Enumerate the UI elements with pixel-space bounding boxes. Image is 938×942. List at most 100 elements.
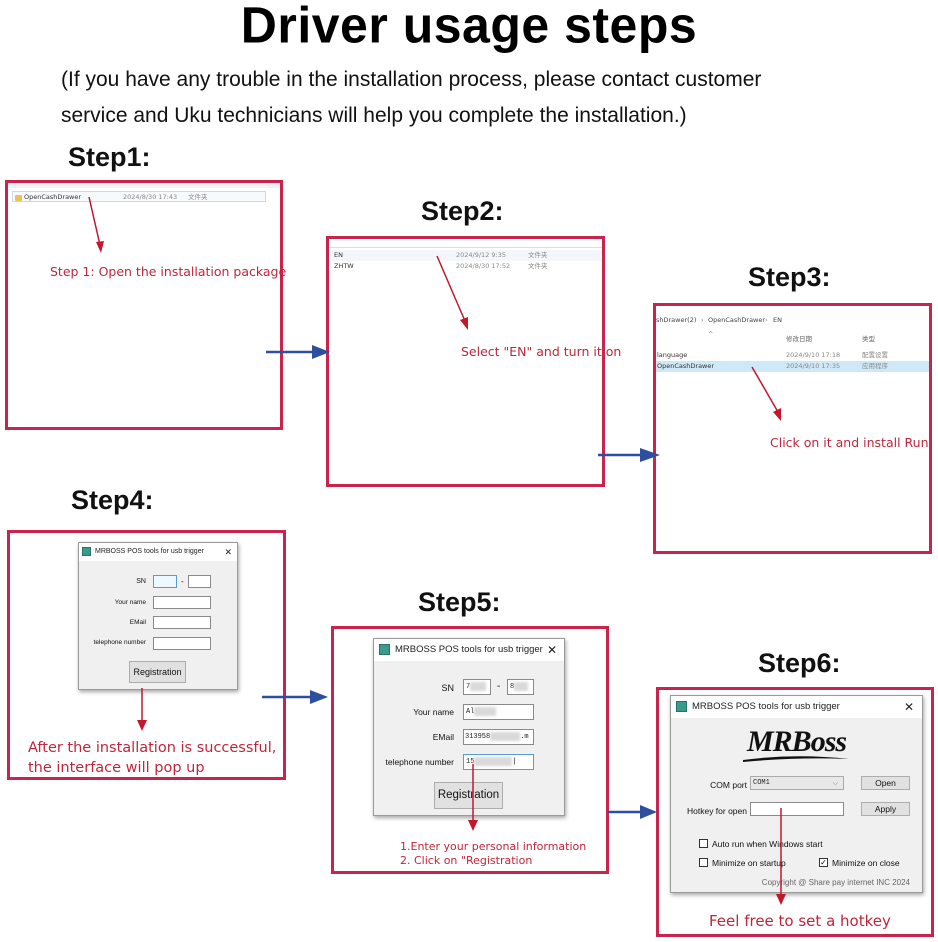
email-input[interactable]: 313958 .m (463, 729, 534, 745)
sn-input-2[interactable]: 8 (507, 679, 534, 695)
file-type: 配置设置 (862, 351, 888, 359)
minimize-startup-label: Minimize on startup (712, 858, 786, 868)
step4-label: Step4: (71, 485, 154, 515)
registration-button[interactable]: Registration (434, 782, 503, 809)
explorer-row-opencashdrawer[interactable]: OpenCashDrawer 2024/9/10 17:35 应用程序 (656, 361, 929, 372)
folder-icon (15, 195, 22, 201)
name-value: Al (466, 708, 475, 716)
apply-button[interactable]: Apply (861, 802, 910, 816)
sn-input-1[interactable] (153, 575, 177, 588)
sn-separator: - (497, 681, 501, 692)
file-type: 文件夹 (528, 251, 548, 259)
explorer-row-en[interactable]: EN 2024/9/12 9:35 文件夹 (332, 250, 602, 261)
logo-text: MRBoss (747, 725, 847, 758)
dialog-title: MRBOSS POS tools for usb trigger (95, 548, 204, 555)
step5-note-line-2: 2. Click on "Registration (400, 854, 533, 867)
step2-label: Step2: (421, 196, 504, 226)
sn-label: SN (136, 578, 146, 585)
email-input[interactable] (153, 616, 211, 629)
flow-arrow-5-to-6 (608, 805, 657, 819)
app-icon (676, 701, 687, 712)
checkmark-icon: ✓ (820, 858, 827, 867)
step6-label: Step6: (758, 648, 841, 678)
flow-arrow-2-to-3 (598, 448, 660, 462)
step5-label: Step5: (418, 587, 501, 617)
mrboss-logo: MRBoss (741, 724, 851, 766)
name-label: Your name (114, 599, 146, 606)
breadcrumb-separator: › (765, 316, 768, 324)
file-name: OpenCashDrawer (657, 362, 715, 370)
name-input[interactable] (153, 596, 211, 609)
dialog-titlebar: MRBOSS POS tools for usb trigger ✕ (671, 696, 922, 718)
step3-frame: shDrawer(2) › OpenCashDrawer › EN ^ 修改日期… (653, 303, 932, 554)
dialog-titlebar: MRBOSS POS tools for usb trigger ✕ (374, 639, 564, 661)
com-port-label: COM port (710, 780, 747, 790)
breadcrumb-item[interactable]: shDrawer(2) (656, 316, 697, 324)
step5-note-line-1: 1.Enter your personal information (400, 840, 587, 853)
step4-note: After the installation is successful, th… (28, 738, 276, 778)
column-type[interactable]: 类型 (862, 335, 875, 343)
email-value: 313958 (465, 733, 491, 741)
file-type: 文件夹 (188, 193, 208, 201)
breadcrumb: shDrawer(2) › OpenCashDrawer › EN (656, 315, 926, 326)
step6-note: Feel free to set a hotkey (709, 912, 891, 930)
subtitle: (If you have any trouble in the installa… (61, 62, 921, 134)
file-name: ZHTW (334, 262, 354, 270)
file-name: language (657, 351, 688, 359)
sn-separator: - (181, 577, 184, 586)
app-icon (379, 644, 390, 655)
explorer-row[interactable]: OpenCashDrawer 2024/8/30 17:43 文件夹 (12, 191, 266, 202)
email-suffix: .m (520, 733, 529, 741)
step2-note: Select "EN" and turn it on (461, 344, 622, 359)
step5-note: 1.Enter your personal information 2. Cli… (400, 840, 586, 868)
text-cursor: | (512, 758, 517, 766)
email-label: EMail (129, 619, 146, 626)
logo-swoosh-icon (743, 756, 849, 762)
phone-input[interactable]: 15 | (463, 754, 534, 770)
file-name: OpenCashDrawer (24, 193, 82, 201)
explorer-row-zhtw[interactable]: ZHTW 2024/8/30 17:52 文件夹 (332, 261, 602, 272)
close-icon[interactable]: ✕ (903, 700, 914, 714)
close-icon[interactable]: ✕ (546, 643, 557, 657)
name-label: Your name (413, 707, 454, 717)
phone-input[interactable] (153, 637, 211, 650)
phone-value: 15 (466, 758, 475, 766)
close-icon[interactable]: ✕ (224, 547, 232, 557)
settings-dialog: MRBOSS POS tools for usb trigger ✕ MRBos… (670, 695, 923, 893)
file-name: EN (334, 251, 343, 259)
autorun-label: Auto run when Windows start (712, 839, 823, 849)
step1-frame: OpenCashDrawer 2024/8/30 17:43 文件夹 Step … (5, 180, 287, 430)
breadcrumb-item[interactable]: OpenCashDrawer (708, 316, 766, 324)
step4-note-line-1: After the installation is successful, (28, 740, 277, 756)
sort-caret-icon: ^ (708, 330, 714, 338)
copyright-text: Copyright @ Share pay internet INC 2024 (761, 878, 910, 887)
step4-frame: MRBOSS POS tools for usb trigger ✕ SN - … (7, 530, 286, 780)
autorun-checkbox[interactable] (699, 839, 708, 848)
step3-label: Step3: (748, 262, 831, 292)
page-title: Driver usage steps (240, 0, 698, 54)
open-button[interactable]: Open (861, 776, 910, 790)
hotkey-input[interactable] (750, 802, 844, 816)
column-date[interactable]: 修改日期 (786, 335, 812, 343)
file-date: 2024/9/12 9:35 (456, 251, 506, 259)
breadcrumb-separator: › (701, 316, 704, 324)
sn-input-1[interactable]: 7 (463, 679, 491, 695)
hotkey-label: Hotkey for open (686, 806, 747, 816)
step2-frame: EN 2024/9/12 9:35 文件夹 ZHTW 2024/8/30 17:… (326, 236, 621, 487)
registration-button[interactable]: Registration (129, 661, 186, 683)
minimize-startup-checkbox[interactable] (699, 858, 708, 867)
sn-input-2[interactable] (188, 575, 211, 588)
sn-label: SN (441, 683, 454, 693)
file-date: 2024/8/30 17:52 (456, 262, 511, 270)
com-port-select[interactable]: COM1 ⌵ (750, 776, 844, 790)
step3-note: Click on it and install Run (770, 435, 929, 450)
explorer-row-language[interactable]: language 2024/9/10 17:18 配置设置 (656, 350, 929, 361)
file-date: 2024/9/10 17:35 (786, 362, 841, 370)
step5-frame: MRBOSS POS tools for usb trigger ✕ SN 7 … (331, 626, 609, 874)
name-input[interactable]: Al (463, 704, 534, 720)
breadcrumb-item[interactable]: EN (773, 316, 782, 324)
blurred-text (474, 756, 513, 766)
minimize-close-checkbox[interactable]: ✓ (819, 858, 828, 867)
blurred-text (474, 706, 497, 716)
step1-note: Step 1: Open the installation package (50, 264, 287, 279)
